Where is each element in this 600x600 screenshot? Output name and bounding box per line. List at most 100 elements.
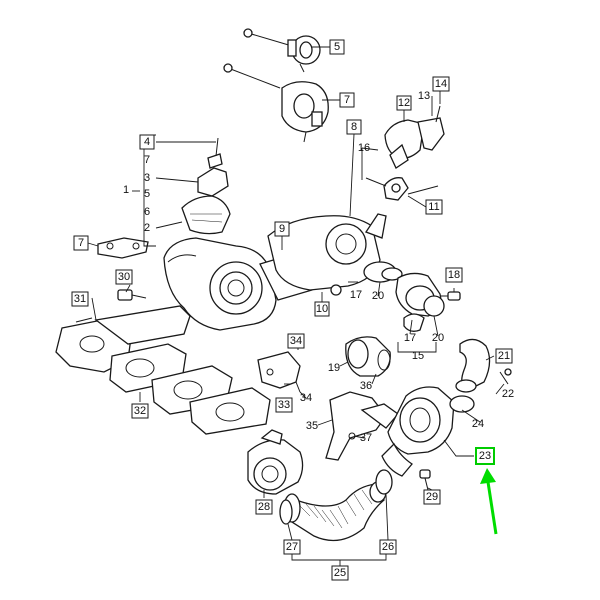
svg-text:19: 19 — [328, 362, 340, 374]
callout-33: 33 — [275, 397, 293, 413]
throttle-body-28 — [247, 429, 304, 495]
svg-text:34: 34 — [290, 335, 302, 347]
svg-text:16: 16 — [358, 142, 370, 154]
leader-lines — [87, 46, 505, 566]
callout-8: 8 — [346, 119, 362, 135]
callout-29: 29 — [423, 489, 441, 505]
callout-12: 12 — [396, 95, 412, 111]
hose-clamp-26 — [375, 469, 393, 495]
bolt-assembly-15 — [365, 177, 439, 201]
flexible-hose-25 — [283, 481, 387, 542]
callout-32: 32 — [131, 403, 149, 419]
callout-34-b: 34 — [300, 392, 312, 404]
wastegate-actuator-small — [243, 28, 321, 73]
callout-26: 26 — [379, 539, 397, 555]
svg-text:31: 31 — [74, 293, 86, 305]
callout-13: 13 — [418, 90, 430, 102]
svg-text:37: 37 — [360, 432, 372, 444]
svg-text:33: 33 — [278, 399, 290, 411]
svg-text:4: 4 — [144, 136, 150, 148]
svg-text:36: 36 — [360, 380, 372, 392]
heat-shield-bracket — [384, 105, 445, 169]
svg-text:9: 9 — [279, 223, 285, 235]
callout-1: 1 — [123, 184, 129, 196]
svg-text:5: 5 — [144, 188, 150, 200]
svg-text:13: 13 — [418, 90, 430, 102]
svg-text:22: 22 — [502, 388, 514, 400]
callout-3: 3 — [144, 172, 150, 184]
callout-9: 9 — [274, 221, 290, 237]
callout-19: 19 — [328, 362, 340, 374]
svg-text:17: 17 — [350, 289, 362, 301]
svg-text:27: 27 — [286, 541, 298, 553]
svg-text:20: 20 — [432, 332, 444, 344]
callout-6-left: 6 — [144, 206, 150, 218]
callout-22: 22 — [502, 388, 514, 400]
pipe-assembly-23 — [381, 386, 475, 477]
connector-19 — [345, 336, 391, 377]
svg-text:23: 23 — [479, 450, 491, 462]
callout-20-a: 20 — [372, 290, 384, 302]
svg-text:8: 8 — [351, 121, 357, 133]
callout-16: 15 — [412, 350, 424, 362]
highlight-pointer-arrow — [480, 468, 498, 535]
bracket-35 — [325, 391, 399, 461]
callout-labels: 5 7 12 13 14 8 16 11 4 7 3 1 5 6 2 7 9 3… — [71, 39, 514, 581]
bracket-33 — [257, 351, 301, 393]
callout-17-a: 17 — [350, 289, 362, 301]
svg-text:32: 32 — [134, 405, 146, 417]
bolt-18 — [440, 291, 461, 301]
svg-text:11: 11 — [428, 201, 439, 213]
svg-text:20: 20 — [372, 290, 384, 302]
gasket-7 — [97, 237, 149, 259]
callout-20-b: 20 — [432, 332, 444, 344]
svg-text:5: 5 — [334, 41, 340, 53]
outlet-flange — [395, 272, 445, 332]
svg-text:7: 7 — [344, 94, 350, 106]
svg-text:2: 2 — [144, 222, 150, 234]
svg-text:3: 3 — [144, 172, 150, 184]
callout-27: 27 — [283, 539, 301, 555]
svg-text:28: 28 — [258, 501, 270, 513]
callout-37: 37 — [360, 432, 372, 444]
callout-34-a: 34 — [287, 333, 305, 349]
svg-text:18: 18 — [448, 269, 460, 281]
svg-text:12: 12 — [398, 97, 410, 109]
svg-text:15: 15 — [412, 350, 424, 362]
svg-text:35: 35 — [306, 420, 318, 432]
callout-14: 14 — [432, 76, 450, 92]
svg-text:7: 7 — [78, 237, 84, 249]
pipe-elbow-21 — [455, 338, 491, 393]
callout-23-highlighted: 23 — [475, 447, 495, 465]
callout-6-top: 7 — [339, 92, 355, 108]
callout-10: 10 — [314, 301, 330, 317]
callout-31: 31 — [71, 291, 89, 307]
compressor-housing — [267, 213, 403, 296]
callout-7-b: 7 — [73, 235, 89, 251]
exhaust-manifold — [55, 305, 271, 435]
support-brackets — [181, 137, 231, 235]
callout-17-b: 17 — [404, 332, 416, 344]
stud-30 — [117, 289, 147, 301]
svg-text:1: 1 — [123, 184, 129, 196]
callout-15: 16 — [358, 142, 370, 154]
callout-30: 30 — [115, 269, 133, 285]
callout-5-top: 5 — [329, 39, 345, 55]
bolt-22 — [499, 368, 512, 385]
callout-5-left: 5 — [144, 188, 150, 200]
svg-text:7: 7 — [144, 154, 150, 166]
svg-text:25: 25 — [334, 567, 346, 579]
callout-2: 2 — [144, 222, 150, 234]
svg-text:6: 6 — [144, 206, 150, 218]
callout-28: 28 — [255, 499, 273, 515]
callout-11: 11 — [425, 199, 443, 215]
callout-4: 4 — [139, 134, 155, 150]
svg-text:17: 17 — [404, 332, 416, 344]
callout-35: 35 — [306, 420, 318, 432]
svg-text:24: 24 — [472, 418, 484, 430]
svg-text:30: 30 — [118, 271, 130, 283]
svg-text:14: 14 — [435, 78, 447, 90]
svg-text:26: 26 — [382, 541, 394, 553]
bolt-29 — [419, 469, 431, 491]
